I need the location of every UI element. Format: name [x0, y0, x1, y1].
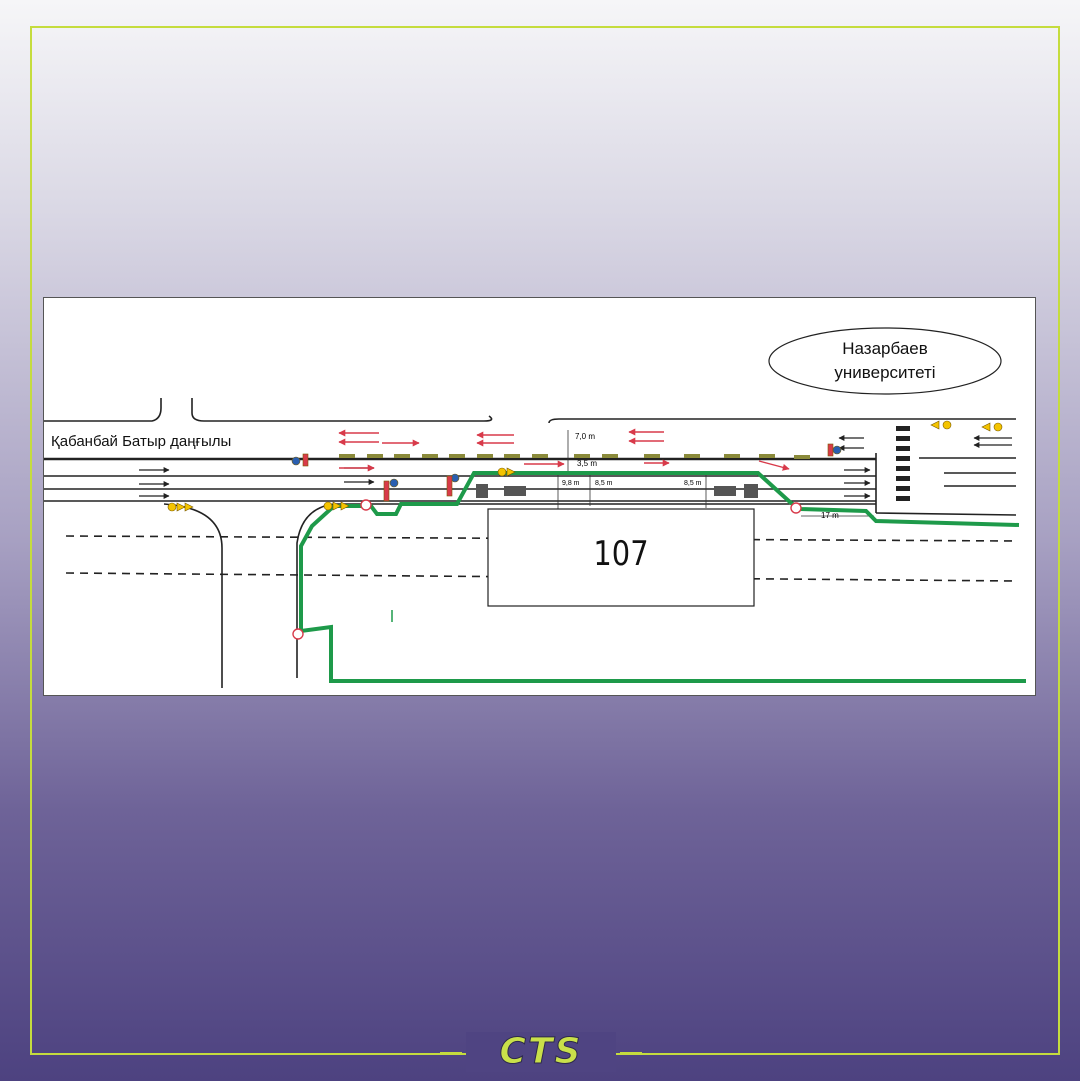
dimension-label: 9,8 m	[562, 480, 580, 487]
building-107	[487, 508, 755, 607]
barrier-blocks	[339, 454, 810, 459]
dimension-label: 3,5 m	[577, 459, 598, 468]
dimension-label: 7,0 m	[575, 432, 596, 441]
logo-line-right	[620, 1052, 642, 1054]
traffic-arrows-black	[139, 435, 1012, 499]
dimension-label: 8,5 m	[595, 480, 613, 487]
road-edge	[548, 418, 1016, 424]
logo-line-left	[440, 1052, 462, 1054]
dimension-lines	[557, 430, 874, 517]
dimension-label: 8,5 m	[684, 480, 702, 487]
cts-logo: CTS	[466, 1031, 616, 1072]
side-road	[163, 503, 223, 688]
traffic-scheme-panel: Назарбаев университеті Қабанбай Батыр да…	[43, 297, 1036, 696]
road-edge	[44, 398, 162, 422]
landmark-label: Назарбаев университеті	[834, 339, 936, 382]
street-label: Қабанбай Батыр даңғылы	[51, 433, 232, 450]
road-signs	[167, 420, 1003, 640]
traffic-arrows-red	[338, 428, 790, 472]
building-number: 107	[593, 534, 649, 574]
landmark-ellipse	[768, 327, 1002, 395]
crosswalk	[896, 426, 910, 501]
work-zone-vehicles	[476, 484, 758, 498]
traffic-scheme	[44, 327, 1026, 688]
road-edge	[191, 398, 493, 422]
dimension-label: 17 m	[821, 511, 839, 520]
